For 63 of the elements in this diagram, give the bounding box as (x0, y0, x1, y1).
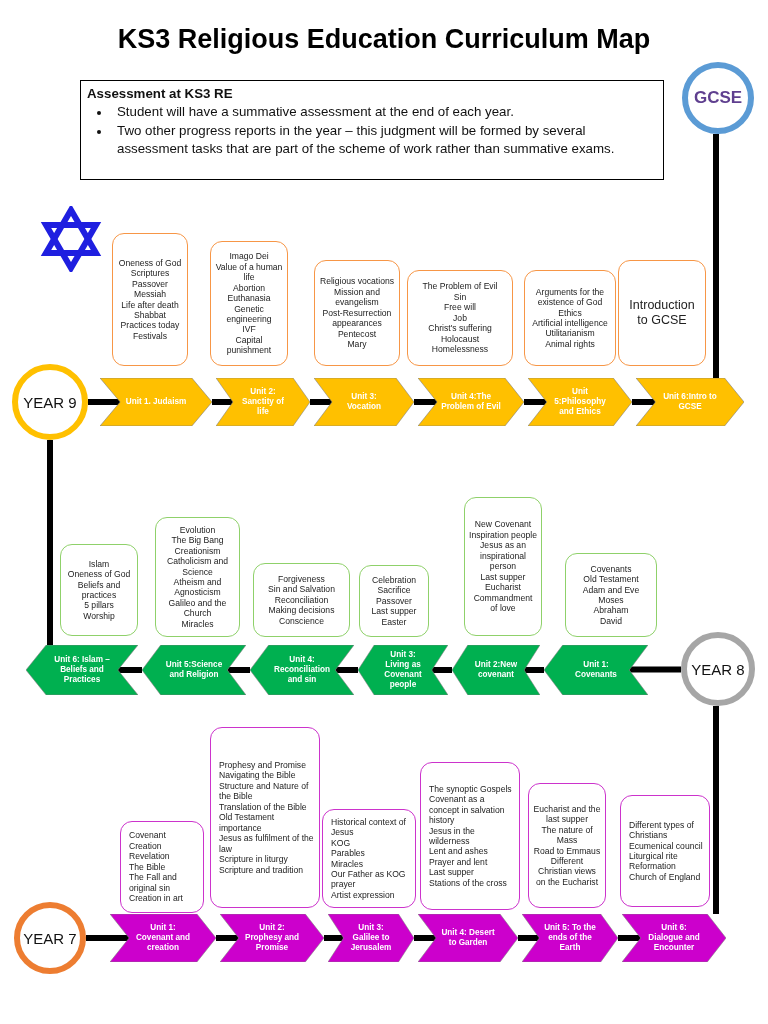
unit-title-banner: Unit 1: Covenant and creation (110, 914, 216, 962)
unit-title-banner: Unit 3: Vocation (314, 378, 414, 426)
unit-title-banner: Unit 6: Dialogue and Encounter (622, 914, 726, 962)
unit-title-banner: Unit 5:Philosophy and Ethics (528, 378, 632, 426)
topic-list-box: Evolution The Big Bang Creationism Catholicism and Science Atheism and Agnosticism Galileo and the Church Miracles (155, 517, 240, 637)
topic-list-box: Introduction to GCSE (618, 260, 706, 366)
year-circle: YEAR 9 (12, 364, 88, 440)
track-line (414, 935, 436, 941)
topic-list-box: Celebration Sacrifice Passover Last supper Easter (359, 565, 429, 637)
unit-title-banner: Unit 2: Prophesy and Promise (220, 914, 324, 962)
unit-title-banner: Unit 6:Intro to GCSE (636, 378, 744, 426)
topic-list-box: Imago Dei Value of a human life Abortion Euthanasia Genetic engineering IVF Capital punishment (210, 241, 288, 366)
unit-title-banner: Unit 5:Science and Religion (142, 645, 246, 695)
bullet-text: Two other progress reports in the year – this judgment will be formed by several assessment tasks that are part of the scheme of work rather than summative exams. (117, 122, 615, 157)
year-circle: YEAR 7 (14, 902, 86, 974)
unit-title-banner: Unit 2:New covenant (452, 645, 540, 695)
track-line (632, 399, 656, 405)
track-line (335, 667, 358, 673)
track-line (310, 399, 332, 405)
bullet-text: Student will have a summative assessment at the end of each year. (117, 104, 514, 120)
assessment-note-box: Assessment at KS3 RE Student will have a summative assessment at the end of each year. Two other progress reports in the year – this judgment will be formed by several assessment tasks that are part of the scheme of work rather than summative exams. (80, 80, 664, 180)
year-circle: YEAR 8 (681, 632, 755, 706)
track-line (216, 935, 239, 941)
topic-list-box: The Problem of Evil Sin Free will Job Christ's suffering Holocaust Homelessness (407, 270, 513, 366)
topic-list-box: Islam Oneness of God Beliefs and practices 5 pillars Worship (60, 544, 138, 636)
unit-title-banner: Unit 3: Galilee to Jerusalem (328, 914, 414, 962)
unit-title-banner: Unit 6: Islam – Beliefs and Practices (26, 645, 138, 695)
unit-title-banner: Unit 4: Reconciliation and sin (250, 645, 354, 695)
topic-list-box: Different types of Christians Ecumenical council Liturgical rite Reformation Church of England (620, 795, 710, 907)
page-title: KS3 Religious Education Curriculum Map (116, 24, 652, 55)
track-line (414, 399, 438, 405)
topic-list-box: The synoptic Gospels Covenant as a concept in salvation history Jesus in the wilderness Lent and ashes Prayer and lent Last supper Stations of the cross (420, 762, 520, 910)
track-line (86, 935, 130, 941)
topic-list-box: Eucharist and the last supper The nature of Mass Road to Emmaus Different Christian views on the Eucharist (528, 783, 606, 908)
unit-title-banner: Unit 1: Covenants (544, 645, 648, 695)
track-line (324, 935, 344, 941)
track-line (227, 667, 250, 673)
topic-list-box: Arguments for the existence of God Ethics Artificial intelligence Utilitarianism Animal rights (524, 270, 616, 366)
unit-title-banner: Unit 2: Sanctity of life (216, 378, 310, 426)
track-line (524, 399, 547, 405)
topic-list-box: Oneness of God Scriptures Passover Messiah Life after death Shabbat Practices today Festivals (112, 233, 188, 366)
track-line (212, 399, 233, 405)
topic-list-box: Prophesy and Promise Navigating the Bible Structure and Nature of the Bible Translation of the Bible Old Testament importance Jesus as fulfilment of the law Scripture in liturgy Scripture and tradition (210, 727, 320, 908)
year-circle: GCSE (682, 62, 754, 134)
topic-list-box: Historical context of Jesus KOG Parables Miracles Our Father as KOG prayer Artist expression (322, 809, 416, 908)
track-line (518, 935, 540, 941)
track-line (713, 134, 719, 378)
topic-list-box: Covenant Creation Revelation The Bible The Fall and original sin Creation in art (120, 821, 204, 913)
track-line (47, 440, 53, 645)
unit-title-banner: Unit 5: To the ends of the Earth (522, 914, 618, 962)
track-line (629, 666, 681, 673)
unit-title-banner: Unit 1. Judaism (100, 378, 212, 426)
unit-title-banner: Unit 4: Desert to Garden (418, 914, 518, 962)
unit-title-banner: Unit 4:The Problem of Evil (418, 378, 524, 426)
topic-list-box: Religious vocations Mission and evangelism Post-Resurrection appearances Pentecost Mary (314, 260, 400, 366)
track-line (524, 667, 544, 673)
track-line (431, 667, 452, 673)
topic-list-box: Covenants Old Testament Adam and Eve Moses Abraham David (565, 553, 657, 637)
topic-list-box: New Covenant Inspiration people Jesus as an inspirational person Last supper Eucharist Commandment of love (464, 497, 542, 636)
topic-list-box: Forgiveness Sin and Salvation Reconciliation Making decisions Conscience (253, 563, 350, 637)
track-line (713, 706, 719, 914)
unit-title-banner: Unit 3: Living as Covenant people (358, 645, 448, 695)
track-line (618, 935, 641, 941)
